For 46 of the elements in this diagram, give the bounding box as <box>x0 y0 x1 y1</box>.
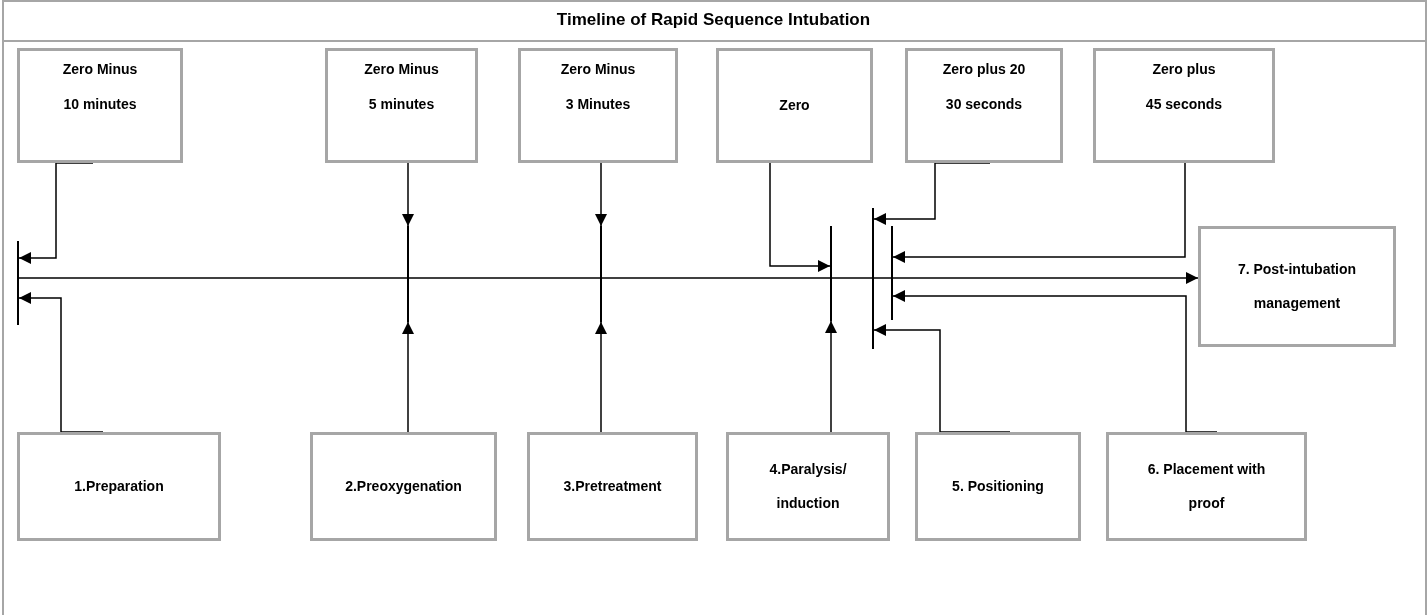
step-label: 7. Post-intubation management <box>1236 259 1358 313</box>
arrow <box>769 162 831 272</box>
time-box <box>1093 48 1275 163</box>
step-box <box>1198 226 1396 347</box>
time-box <box>716 48 873 163</box>
step-label: 3.Pretreatment <box>563 476 662 496</box>
arrow <box>595 321 607 433</box>
step-box <box>527 432 698 541</box>
time-label: Zero <box>779 97 810 114</box>
tick-mark <box>872 208 874 349</box>
time-box <box>325 48 478 163</box>
step-box <box>915 432 1081 541</box>
time-box <box>518 48 678 163</box>
arrow <box>825 320 837 433</box>
time-box <box>905 48 1063 163</box>
step-label: 1.Preparation <box>74 476 164 496</box>
time-label: Zero Minus <box>364 61 439 78</box>
tick-mark <box>407 226 409 322</box>
step-label: 2.Preoxygenation <box>345 476 462 496</box>
time-label: 5 minutes <box>368 95 435 113</box>
step-box <box>726 432 890 541</box>
arrow <box>402 321 414 433</box>
time-label: 3 Minutes <box>565 95 631 113</box>
diagram-title: Timeline of Rapid Sequence Intubation <box>555 10 872 30</box>
time-label: 30 seconds <box>945 95 1023 113</box>
time-label: 45 seconds <box>1145 95 1223 113</box>
time-label: 10 minutes <box>63 95 137 113</box>
step-box <box>1106 432 1307 541</box>
arrow <box>892 162 1186 263</box>
tick-mark <box>830 226 832 321</box>
arrow <box>402 162 414 227</box>
step-box <box>310 432 497 541</box>
tick-mark <box>17 241 19 325</box>
step-label: 6. Placement with proof <box>1146 459 1267 513</box>
arrow <box>18 272 1199 284</box>
tick-mark <box>891 226 893 320</box>
time-label: Zero Minus <box>62 61 138 78</box>
step-box <box>17 432 221 541</box>
time-label: Zero plus 20 <box>942 61 1026 78</box>
time-label: Zero Minus <box>560 61 636 78</box>
time-label: Zero plus <box>1152 61 1216 78</box>
tick-mark <box>600 226 602 322</box>
arrow <box>595 162 607 227</box>
time-box <box>17 48 183 163</box>
step-label: 4.Paralysis/ induction <box>768 459 848 513</box>
step-label: 5. Positioning <box>952 476 1044 496</box>
